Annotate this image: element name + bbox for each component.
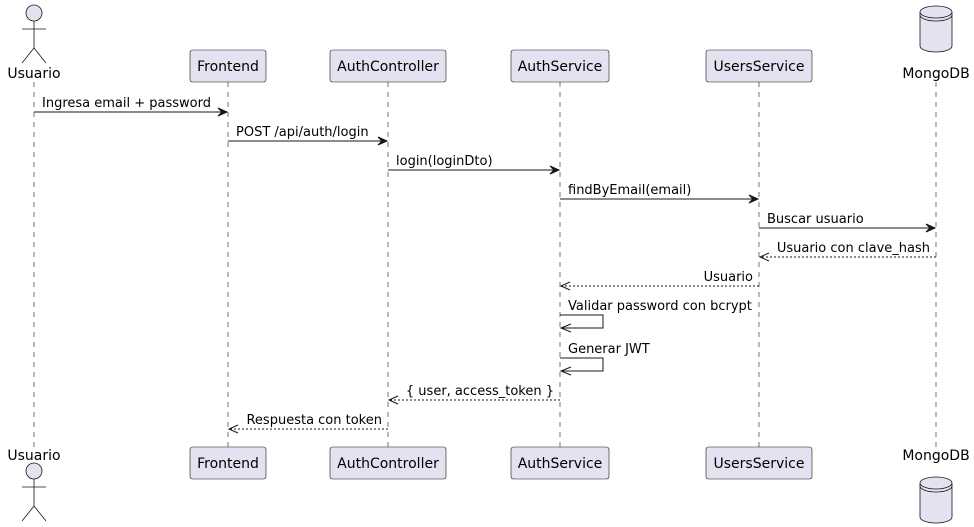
arrowhead-icon (559, 323, 572, 333)
participant-top: Frontend (189, 49, 267, 83)
participant-label: AuthService (518, 456, 603, 472)
actor-body (21, 479, 47, 522)
message-line (560, 357, 604, 372)
participant-label: AuthService (518, 59, 603, 75)
message-label: { user, access_token } (406, 384, 554, 399)
participant-bottom: UsersService (705, 446, 813, 480)
database-rim (919, 11, 953, 22)
participant-label: MongoDB (902, 66, 969, 82)
message-label: POST /api/auth/login (236, 125, 369, 140)
message-11: Respuesta con token (227, 413, 388, 434)
participant-label: AuthController (337, 456, 439, 472)
message-label: Generar JWT (568, 342, 650, 357)
participant-label: Usuario (7, 448, 60, 464)
arrowhead-icon (549, 165, 561, 175)
participant-box (510, 49, 610, 83)
participant-box (189, 446, 267, 480)
message-label: Ingresa email + password (42, 96, 211, 111)
database-rim (919, 482, 953, 493)
arrowhead-icon (217, 107, 229, 117)
message-3: login(loginDto) (388, 154, 561, 175)
message-label: Respuesta con token (246, 413, 382, 428)
arrowhead-icon (377, 136, 389, 146)
actor-bottom: Usuario (7, 448, 61, 522)
message-10: { user, access_token } (387, 384, 560, 405)
database-bottom: MongoDB (902, 448, 970, 524)
participant-label: Frontend (197, 456, 259, 472)
participant-label: Frontend (197, 59, 259, 75)
database-top: MongoDB (902, 5, 970, 82)
participant-box (329, 49, 447, 83)
participant-label: UsersService (714, 59, 805, 75)
message-6: Usuario con clave_hash (758, 241, 936, 262)
message-label: Usuario con clave_hash (777, 241, 930, 256)
actor-head (25, 462, 43, 480)
arrowhead-icon (559, 366, 572, 376)
participant-top: AuthService (510, 49, 610, 83)
message-8: Validar password con bcrypt (559, 299, 752, 333)
participant-box (189, 49, 267, 83)
arrowhead-icon (227, 424, 239, 434)
participant-box (510, 446, 610, 480)
arrowhead-icon (925, 223, 937, 233)
message-label: login(loginDto) (396, 154, 493, 169)
message-9: Generar JWT (559, 342, 650, 376)
participant-top: AuthController (329, 49, 447, 83)
message-1: Ingresa email + password (34, 96, 229, 117)
actor-head (25, 4, 43, 22)
database-icon (919, 5, 953, 53)
message-2: POST /api/auth/login (228, 125, 389, 146)
message-4: findByEmail(email) (560, 183, 760, 204)
message-label: Usuario (704, 270, 753, 285)
message-label: Validar password con bcrypt (568, 299, 752, 314)
participant-label: AuthController (337, 59, 439, 75)
arrowhead-icon (387, 395, 399, 405)
participant-box (705, 49, 813, 83)
participant-top: UsersService (705, 49, 813, 83)
message-label: findByEmail(email) (568, 183, 691, 198)
participant-box (705, 446, 813, 480)
participant-label: MongoDB (902, 448, 969, 464)
arrowhead-icon (758, 252, 770, 262)
participant-bottom: AuthService (510, 446, 610, 480)
message-label: Buscar usuario (767, 212, 864, 227)
message-7: Usuario (559, 270, 759, 291)
message-line (560, 314, 604, 329)
participant-label: Usuario (7, 66, 60, 82)
arrowhead-icon (748, 194, 760, 204)
actor-top: Usuario (7, 4, 61, 82)
database-icon (919, 476, 953, 524)
participant-label: UsersService (714, 456, 805, 472)
participant-bottom: AuthController (329, 446, 447, 480)
participant-bottom: Frontend (189, 446, 267, 480)
actor-body (21, 21, 47, 64)
participant-box (329, 446, 447, 480)
message-5: Buscar usuario (759, 212, 937, 233)
arrowhead-icon (559, 281, 571, 291)
